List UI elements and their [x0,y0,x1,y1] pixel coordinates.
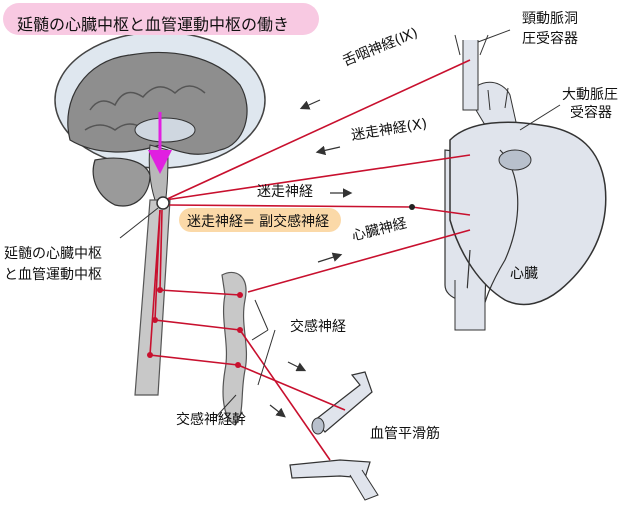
label-heart: 心臓 [510,266,538,282]
label-sympathetic-trunk: 交感神経幹 [176,412,246,428]
heart-shape [449,121,607,306]
spinal-cord [134,199,171,396]
label-sympathetic-nerve: 交感神経 [290,319,346,335]
label-aortic-2: 受容器 [570,105,612,121]
vagus-note: 迷走神経= 副交感神経 [179,208,341,232]
label-aortic-1: 大動脈圧 [562,87,618,103]
label-medulla-2: と血管運動中枢 [4,267,102,283]
label-carotid-1: 頸動脈洞 [522,11,578,27]
cerebellum [92,157,151,207]
carotid-artery [462,40,479,111]
label-smooth-muscle: 血管平滑筋 [370,426,440,442]
sympathetic-trunk-shape [221,271,248,426]
title-banner: 延髄の心臓中枢と血管運動中枢の働き [3,3,319,35]
vessel-upper [314,371,373,433]
label-carotid-2: 圧受容器 [522,31,578,47]
label-vagus-efferent: 迷走神経 [257,184,313,200]
vagus-note-text: 迷走神経= 副交感神経 [187,214,330,230]
diagram-title: 延髄の心臓中枢と血管運動中枢の働き [17,15,290,34]
label-medulla-1: 延髄の心臓中枢 [4,246,102,262]
medulla-center-marker [156,196,170,210]
corpus-callosum [134,117,196,143]
